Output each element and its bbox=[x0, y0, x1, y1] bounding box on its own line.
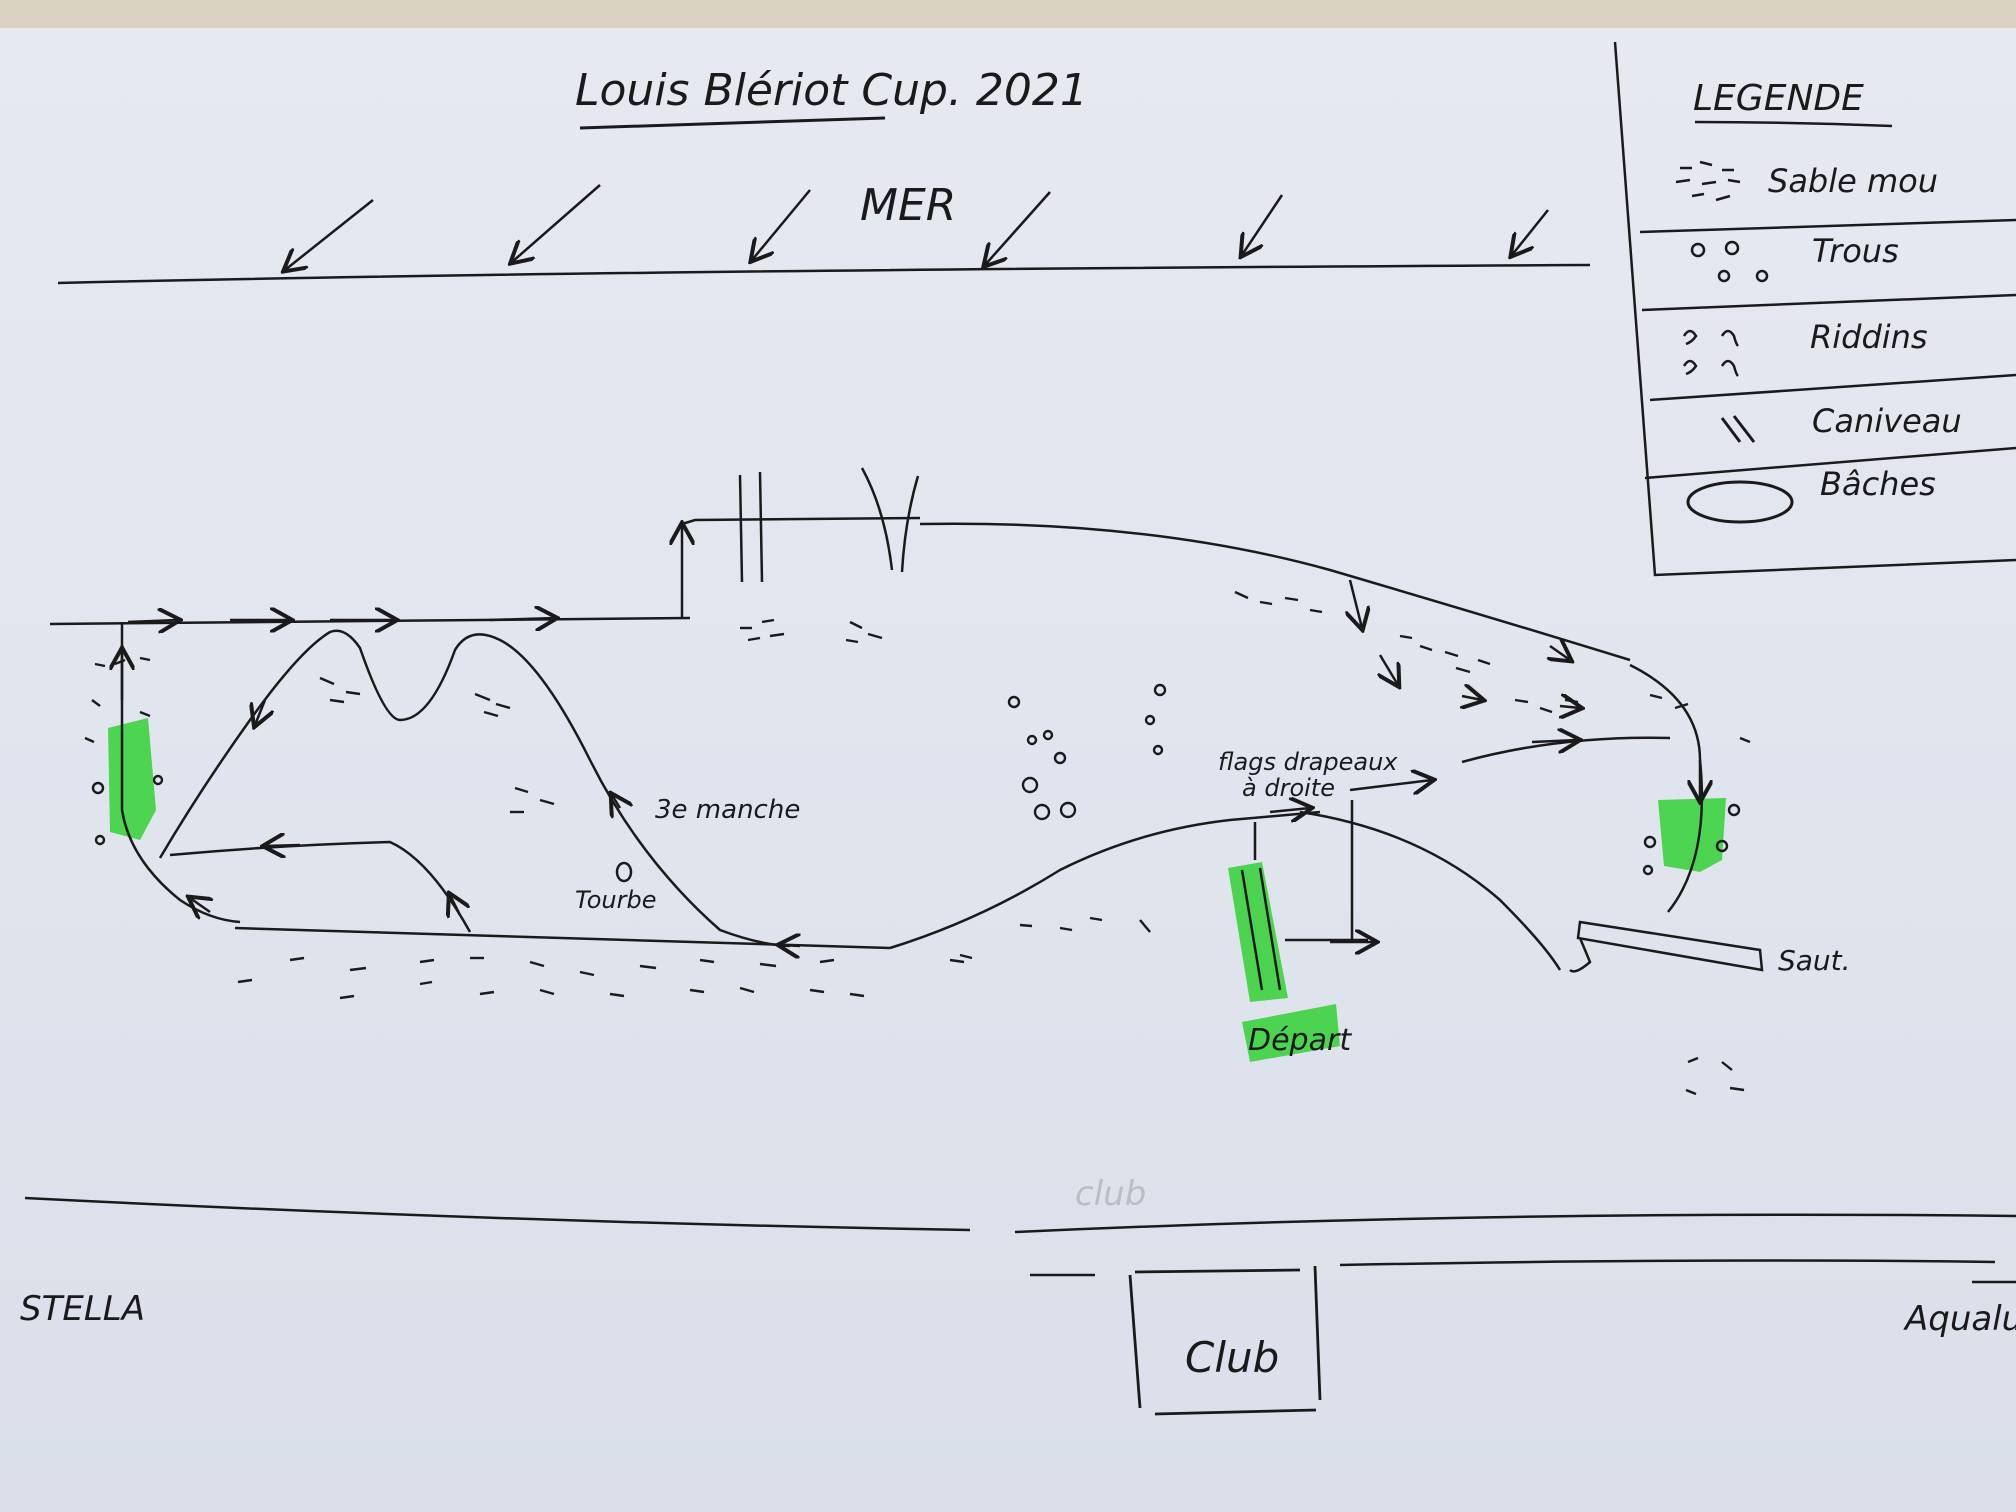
flags-label-line2: à droite bbox=[1242, 774, 1335, 802]
left-tarp-highlight bbox=[108, 718, 156, 840]
club-building-label: Club bbox=[1185, 1333, 1279, 1382]
jump-label: Saut. bbox=[1778, 944, 1851, 977]
ripples-icon bbox=[1684, 331, 1738, 376]
aqualu-label: Aqualu bbox=[1903, 1299, 2016, 1339]
third-lap-label: 3e manche bbox=[655, 795, 800, 825]
legend-heading: LEGENDE bbox=[1693, 78, 1864, 119]
soft-sand-dashes-icon bbox=[1676, 162, 1740, 200]
sea-label: MER bbox=[860, 180, 956, 231]
gutter-icon bbox=[1722, 416, 1754, 442]
holes-icon bbox=[1692, 242, 1767, 281]
flags-label-line1: flags drapeaux bbox=[1218, 748, 1398, 776]
start-label: Départ bbox=[1248, 1023, 1352, 1058]
faint-club-label: club bbox=[1075, 1174, 1146, 1214]
road-lines bbox=[25, 1198, 2016, 1282]
legend-box bbox=[1615, 42, 2016, 575]
legend-heading-underline bbox=[1695, 122, 1892, 126]
stella-label: STELLA bbox=[20, 1289, 145, 1329]
title-underline bbox=[580, 118, 885, 128]
tarp-highlights bbox=[108, 718, 1726, 1062]
race-track bbox=[50, 468, 1762, 990]
legend-label-sable-mou: Sable mou bbox=[1768, 162, 1938, 200]
legend-label-trous: Trous bbox=[1812, 232, 1899, 270]
legend-label-riddins: Riddins bbox=[1810, 318, 1928, 356]
diagram-title: Louis Blériot Cup. 2021 bbox=[575, 65, 1088, 116]
tarp-ellipse-icon bbox=[1688, 482, 1792, 522]
right-tarp-highlight bbox=[1658, 798, 1726, 872]
peat-label: Tourbe bbox=[575, 886, 656, 914]
legend-label-baches: Bâches bbox=[1820, 465, 1936, 503]
legend-label-caniveau: Caniveau bbox=[1812, 402, 1962, 440]
holes-marks bbox=[93, 685, 1739, 874]
